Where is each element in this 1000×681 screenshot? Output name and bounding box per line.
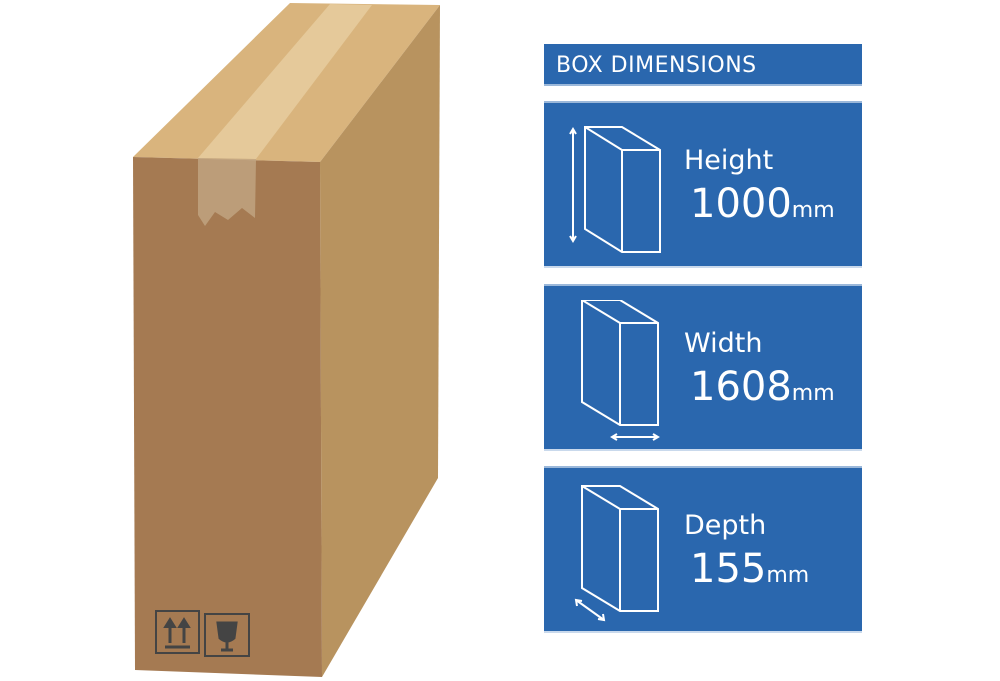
dimension-label: Depth xyxy=(684,510,767,541)
fragile-icon xyxy=(204,613,250,657)
packing-tape-flap xyxy=(198,158,256,226)
width-panel: Width 1608mm xyxy=(544,284,862,451)
this-way-up-icon xyxy=(155,610,200,654)
dimension-unit: mm xyxy=(791,381,835,406)
box-dimensions-header: BOX DIMENSIONS xyxy=(544,44,862,86)
dimension-value: 155 xyxy=(690,546,767,592)
packing-tape xyxy=(198,4,372,159)
dimension-value: 1000 xyxy=(690,181,792,227)
dimension-unit: mm xyxy=(791,198,835,223)
height-panel: Height 1000mm xyxy=(544,101,862,268)
dimension-unit: mm xyxy=(766,563,810,588)
depth-box-icon xyxy=(574,485,659,622)
dimension-label: Height xyxy=(684,145,774,176)
depth-panel: Depth 155mm xyxy=(544,466,862,633)
dimension-label: Width xyxy=(684,328,763,359)
width-box-icon xyxy=(581,300,660,441)
dimension-value: 1608 xyxy=(690,364,792,410)
height-box-icon xyxy=(569,126,661,253)
box-front-face xyxy=(133,157,322,677)
box-side-face xyxy=(320,5,440,677)
